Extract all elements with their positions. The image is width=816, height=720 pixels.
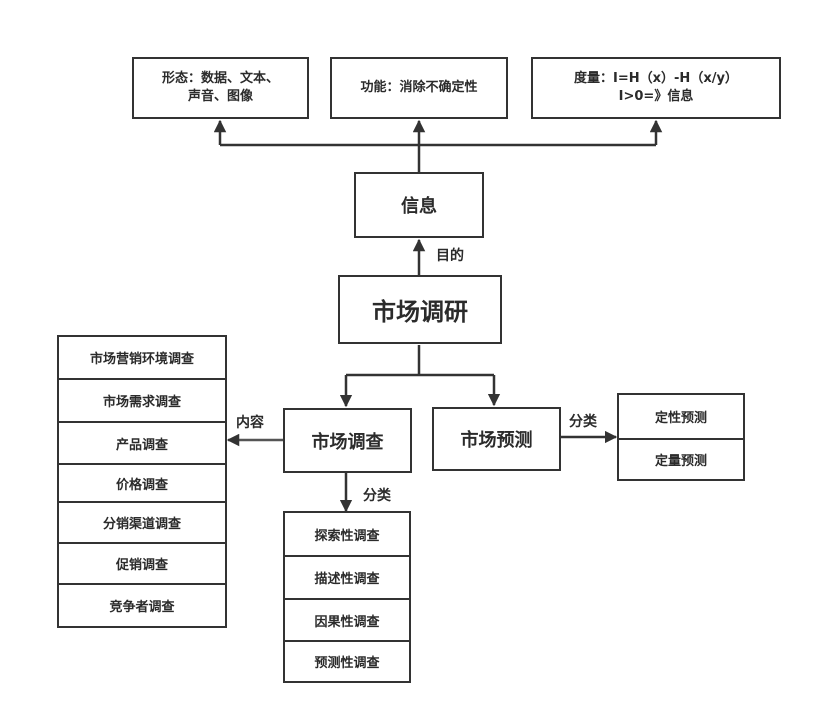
root-node-label: 市场调研 [372,298,468,326]
survey-classify-label: 分类 [363,488,391,504]
list-item: 描述性调查 [285,555,409,598]
info-measure-line-1: 度量：I=H（x）-H（x/y） [574,71,738,86]
survey-types-list: 探索性调查 描述性调查 因果性调查 预测性调查 [283,511,411,683]
list-item: 促销调查 [59,542,225,583]
forecast-node: 市场预测 [432,407,561,471]
purpose-label: 目的 [436,248,464,264]
info-measure-line-2: I>0=》信息 [618,89,694,104]
list-item: 预测性调查 [285,640,409,680]
list-item: 竞争者调查 [59,583,225,625]
info-function-text: 功能：消除不确定性 [360,80,478,95]
list-item: 分销渠道调查 [59,501,225,542]
list-item: 探索性调查 [314,528,380,544]
forecast-classify-label: 分类 [569,414,597,430]
info-form-box: 形态：数据、文本、 声音、图像 [132,57,309,119]
list-item: 定量预测 [619,438,743,478]
survey-node-label: 市场调查 [311,431,384,453]
content-label: 内容 [236,415,264,431]
forecast-types-list: 定性预测 定量预测 [617,393,745,481]
info-form-line-1: 形态：数据、文本、 [161,71,279,86]
list-item: 市场需求调查 [59,378,225,421]
survey-node: 市场调查 [283,408,412,473]
list-item: 定性预测 [654,411,707,426]
list-item: 因果性调查 [285,598,409,640]
forecast-node-label: 市场预测 [460,430,533,451]
root-node: 市场调研 [338,275,502,344]
list-item: 市场营销环境调查 [89,352,194,367]
info-form-line-2: 声音、图像 [187,89,253,104]
info-node: 信息 [354,172,484,238]
list-item: 产品调查 [59,421,225,463]
info-node-label: 信息 [401,196,437,217]
info-measure-box: 度量：I=H（x）-H（x/y） I>0=》信息 [531,57,781,119]
list-item: 价格调查 [59,463,225,501]
survey-contents-list: 市场营销环境调查 市场需求调查 产品调查 价格调查 分销渠道调查 促销调查 竞争… [57,335,227,628]
info-function-box: 功能：消除不确定性 [330,57,508,119]
